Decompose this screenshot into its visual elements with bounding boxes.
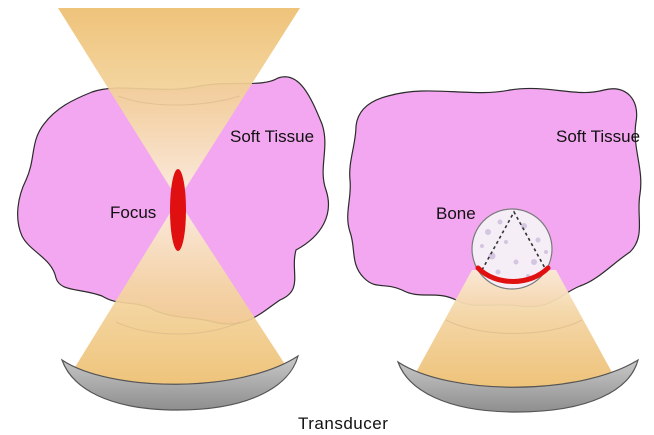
soft-tissue-right-label: Soft Tissue [556, 127, 640, 146]
soft-tissue-left-label: Soft Tissue [230, 127, 314, 146]
left-panel: Soft Tissue Focus [18, 8, 329, 410]
bone-label: Bone [436, 204, 476, 223]
transducer-label: Transducer [298, 414, 388, 433]
focus-spot [170, 169, 186, 251]
focus-label: Focus [110, 203, 156, 222]
right-panel: Soft Tissue Bone [348, 88, 641, 412]
